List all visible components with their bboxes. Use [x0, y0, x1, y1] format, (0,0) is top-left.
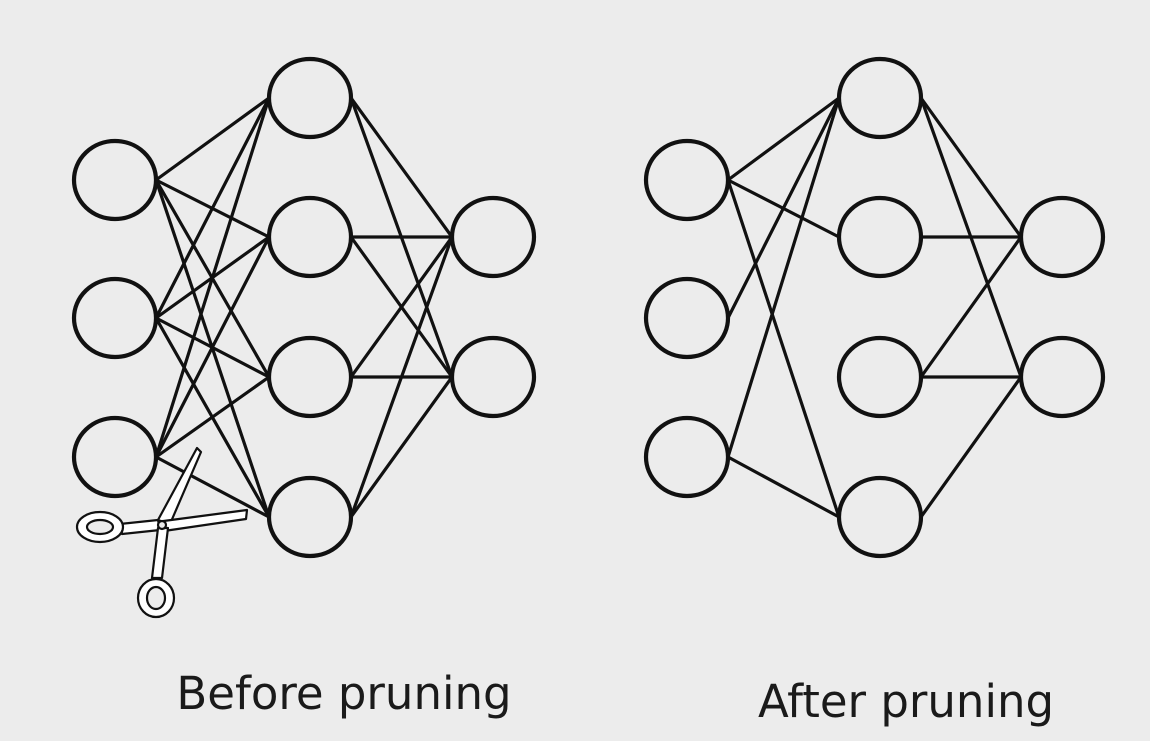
neuron-before-hidden-4 [266, 475, 354, 559]
neuron-before-hidden-3 [266, 335, 354, 419]
connection-after-i0-h3 [726, 178, 841, 519]
connection-before-h0-o0 [349, 96, 454, 239]
connection-after-i2-h3 [726, 455, 841, 519]
neuron-before-output-2 [449, 335, 537, 419]
neuron-before-hidden-1 [266, 56, 354, 140]
neuron-after-input-2 [643, 276, 731, 360]
connection-after-i2-h0 [726, 96, 841, 459]
neuron-after-output-2 [1018, 335, 1106, 419]
neuron-before-hidden-2 [266, 195, 354, 279]
scissors-icon [75, 446, 249, 619]
connection-before-i0-h0 [154, 96, 271, 182]
connection-before-h3-o1 [349, 375, 454, 519]
connection-after-i0-h0 [726, 96, 841, 182]
neuron-after-hidden-1 [836, 56, 924, 140]
connection-after-h3-o1 [919, 375, 1023, 519]
neuron-after-input-3 [643, 415, 731, 499]
neurons-after [643, 56, 1106, 559]
neuron-after-hidden-4 [836, 475, 924, 559]
connection-after-i1-h0 [726, 96, 841, 320]
neuron-before-output-1 [449, 195, 537, 279]
connection-before-i2-h3 [154, 455, 271, 519]
network-after-pruning [643, 56, 1106, 559]
edges-before [154, 96, 454, 519]
connection-before-h2-o0 [349, 235, 454, 379]
connection-before-h3-o0 [349, 235, 454, 519]
neuron-after-hidden-2 [836, 195, 924, 279]
neuron-before-input-3 [71, 415, 159, 499]
connection-before-i2-h2 [154, 375, 271, 459]
neuron-after-input-1 [643, 138, 731, 222]
caption-after-pruning: After pruning [758, 675, 1054, 728]
edges-after [726, 96, 1023, 519]
neuron-after-hidden-3 [836, 335, 924, 419]
connection-after-h2-o0 [919, 235, 1023, 379]
neuron-after-output-1 [1018, 195, 1106, 279]
neurons-before [71, 56, 537, 559]
network-before-pruning [71, 56, 537, 559]
caption-before-pruning: Before pruning [176, 667, 511, 720]
connection-before-i2-h0 [154, 96, 271, 459]
connection-before-i2-h1 [154, 235, 271, 459]
connection-after-h0-o0 [919, 96, 1023, 239]
connection-before-i1-h0 [154, 96, 271, 320]
neuron-before-input-2 [71, 276, 159, 360]
neuron-before-input-1 [71, 138, 159, 222]
